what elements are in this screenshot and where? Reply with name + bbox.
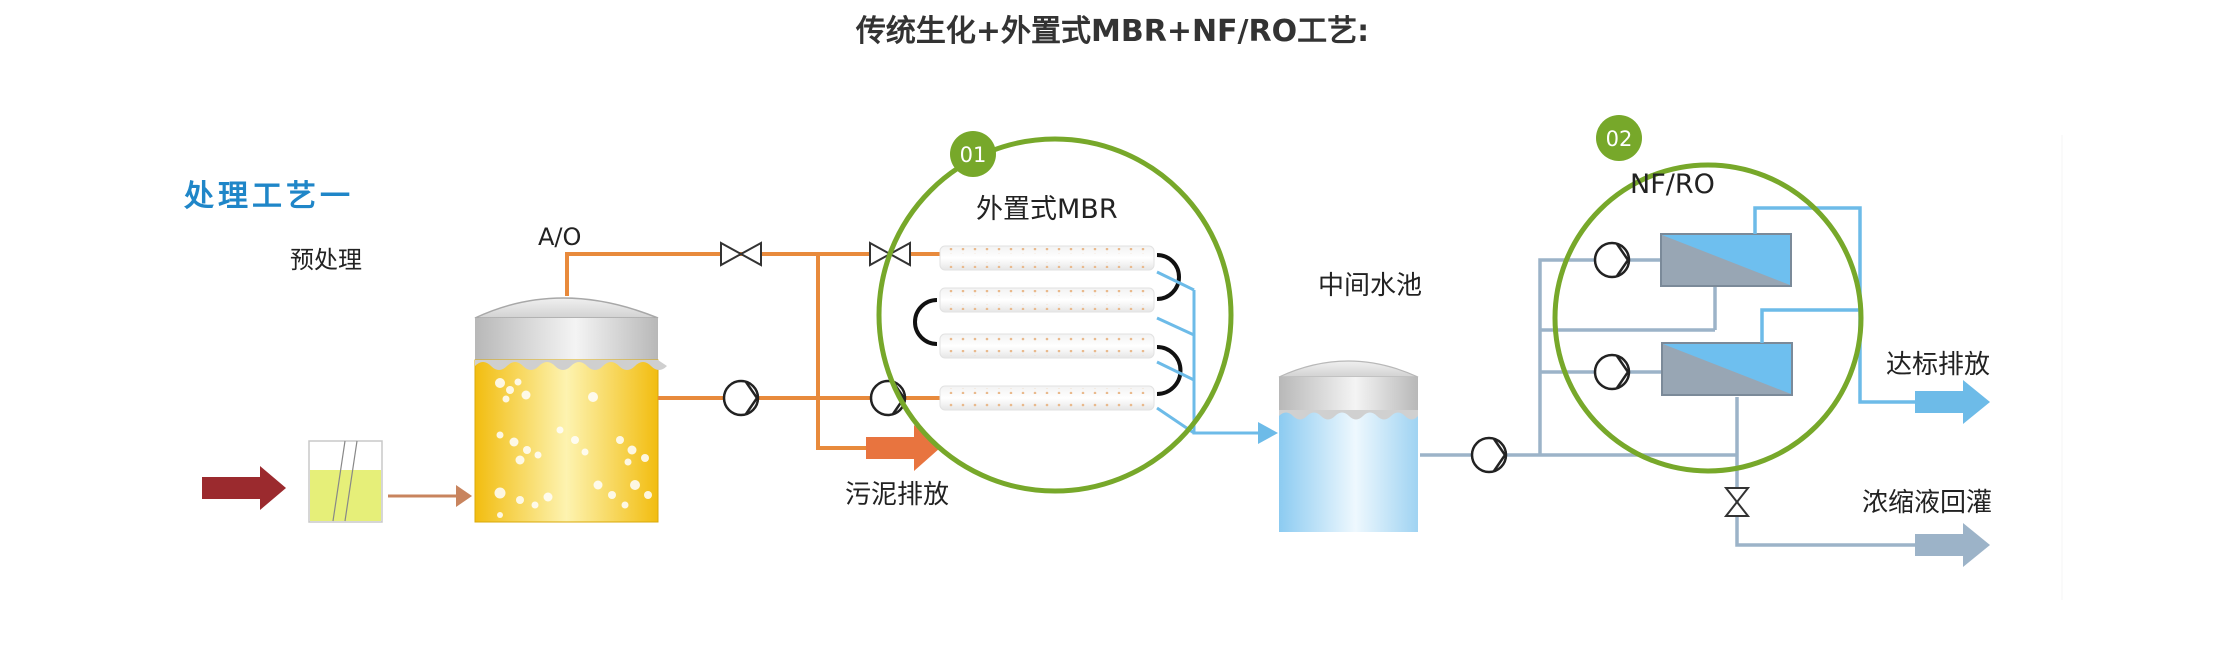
inlet-arrow <box>202 466 286 510</box>
feed-gray-pipes <box>1420 258 1930 547</box>
membrane-tube <box>939 385 1155 411</box>
mbr-stage-group: 01 外置式MBR <box>876 131 1234 494</box>
valve-icon[interactable] <box>720 241 762 267</box>
nfro-stage-group: 02 NF/RO <box>1552 115 1864 474</box>
nfro-label: NF/RO <box>1630 169 1715 200</box>
stage-badge-01 <box>950 131 996 177</box>
valve-icon[interactable] <box>1723 487 1751 517</box>
page-title: 传统生化+外置式MBR+NF/RO工艺: <box>855 14 1370 49</box>
ao-label: A/O <box>538 223 581 251</box>
flow-arrow-to-intermediate-tank <box>1258 422 1278 444</box>
pump-icon[interactable] <box>1470 436 1508 474</box>
concentrate-label: 浓缩液回灌 <box>1862 488 1992 518</box>
pretreatment-tank <box>308 440 383 523</box>
membrane-module <box>1660 233 1792 287</box>
discharge-label: 达标排放 <box>1886 350 1990 380</box>
process-heading: 处理工艺一 <box>183 179 354 214</box>
stage-badge-02 <box>1596 115 1642 161</box>
nfro-permeate-blue-pipes <box>1753 206 1920 404</box>
stage-badge-01-text: 01 <box>960 143 987 167</box>
intermediate-tank-label: 中间水池 <box>1318 271 1422 301</box>
pump-icon[interactable] <box>1593 353 1631 391</box>
ao-tank <box>474 297 667 523</box>
membrane-module <box>1661 342 1793 396</box>
pump-icon[interactable] <box>1593 241 1631 279</box>
discharge-arrow <box>1915 380 1990 424</box>
mbr-label: 外置式MBR <box>976 194 1118 225</box>
sludge-arrow <box>866 425 940 471</box>
sludge-label: 污泥排放 <box>845 480 949 510</box>
membrane-tube <box>939 287 1155 313</box>
flow-arrow-pretreatment-to-ao <box>388 485 472 507</box>
pump-icon[interactable] <box>722 379 760 417</box>
mbr-membrane-tubes <box>913 245 1183 411</box>
concentrate-arrow <box>1915 523 1990 567</box>
membrane-tube <box>939 245 1155 271</box>
stage-badge-02-text: 02 <box>1606 127 1633 151</box>
valve-icon[interactable] <box>869 241 911 267</box>
intermediate-tank <box>1278 360 1419 532</box>
membrane-tube <box>939 333 1155 359</box>
pretreatment-label: 预处理 <box>290 246 362 274</box>
